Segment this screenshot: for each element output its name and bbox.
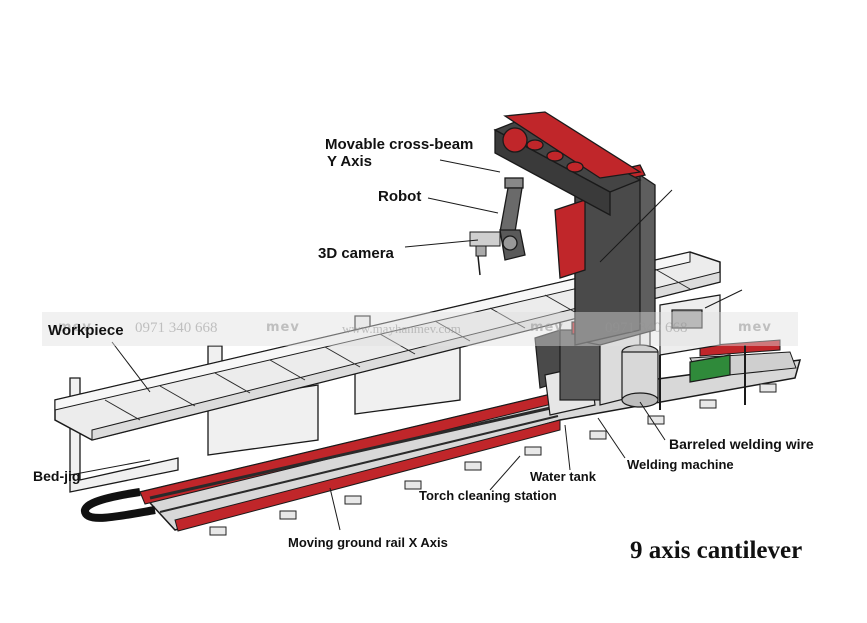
label-water-tank: Water tank bbox=[530, 469, 596, 484]
watermark-url: www.mayhanmev.com bbox=[342, 321, 461, 336]
label-cross-beam-line1: Movable cross-beam bbox=[325, 136, 474, 153]
label-cross-beam: Movable cross-beam Y Axis bbox=[325, 136, 473, 171]
watermark-band bbox=[42, 312, 798, 346]
label-ground-rail: Moving ground rail X Axis bbox=[288, 535, 448, 550]
3d-camera bbox=[469, 231, 501, 276]
watermark-logo: mev bbox=[58, 320, 92, 335]
robot-arm bbox=[499, 177, 526, 261]
label-cross-beam-line2: Y Axis bbox=[327, 153, 373, 171]
label-torch-cleaning: Torch cleaning station bbox=[419, 488, 557, 503]
watermark-logo: mev bbox=[266, 320, 300, 335]
leader-lines bbox=[69, 159, 743, 531]
watermark-phone: 0971 340 668 bbox=[605, 320, 688, 336]
watermark-phone: 0971 340 668 bbox=[135, 320, 218, 336]
cross-beam-y-axis bbox=[493, 111, 642, 217]
label-welding-machine: Welding machine bbox=[627, 457, 734, 472]
label-bed-jig: Bed-jig bbox=[33, 468, 81, 484]
equipment-cluster bbox=[534, 294, 746, 416]
label-robot: Robot bbox=[378, 188, 422, 205]
watermark-logo: mev bbox=[738, 320, 772, 335]
diagram-caption: 9 axis cantilever bbox=[630, 537, 803, 564]
label-3d-camera: 3D camera bbox=[318, 245, 394, 262]
workpiece bbox=[54, 251, 721, 441]
watermark-logo: mev bbox=[530, 320, 564, 335]
label-workpiece: Workpiece bbox=[48, 322, 124, 339]
label-welding-wire: Barreled welding wire bbox=[669, 436, 814, 452]
